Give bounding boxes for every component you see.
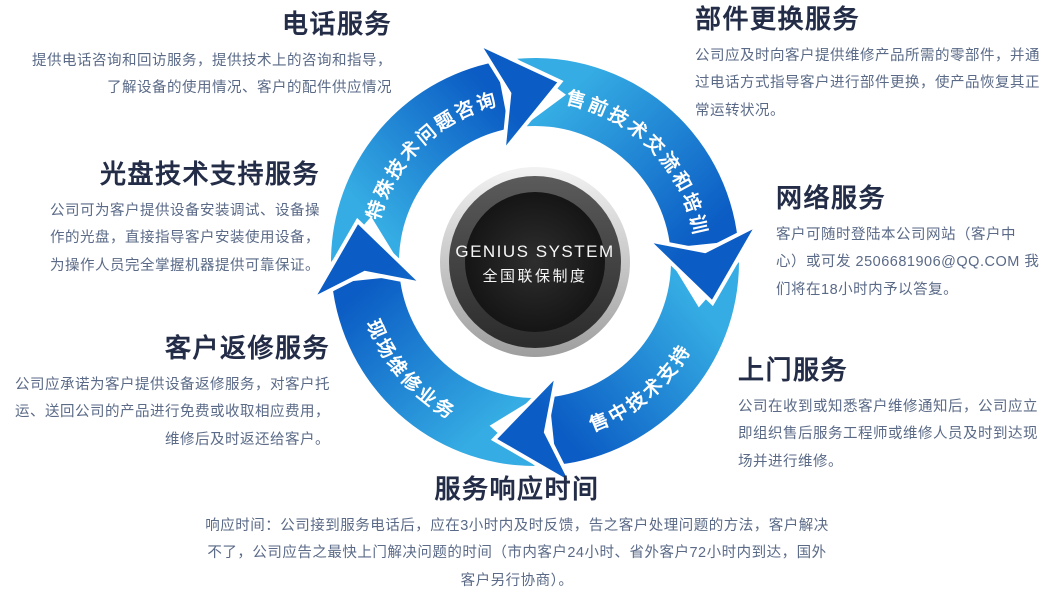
arrowhead-right-icon	[641, 219, 763, 307]
block-text-line: 过电话方式指导客户进行部件更换，使产品恢复其正	[695, 75, 1040, 92]
block-text-line: 公司应承诺为客户提供设备返修服务，对客户托	[15, 376, 330, 393]
block-title: 部件更换服务	[695, 4, 861, 34]
service-block-parts-replacement: 部件更换服务 公司应及时向客户提供维修产品所需的零部件，并通 过电话方式指导客户…	[695, 4, 1040, 125]
block-text-line: 作的光盘，直接指导客户安装使用设备，	[50, 230, 320, 247]
block-text-line: 客户可随时登陆本公司网站（客户中	[776, 226, 1016, 243]
service-block-customer-return-repair: 客户返修服务 公司应承诺为客户提供设备返修服务，对客户托 运、送回公司的产品进行…	[0, 333, 330, 454]
block-text-line: 客户另行协商）。	[460, 572, 574, 589]
arc-segment-special-consulting	[331, 61, 509, 263]
service-block-network: 网络服务 客户可随时登陆本公司网站（客户中 心）或可发 2506681906@Q…	[776, 183, 1046, 304]
block-text-line: 心）或可发 2506681906@QQ.COM 我	[776, 254, 1040, 271]
service-block-cd-tech-support: 光盘技术支持服务 公司可为客户提供设备安装调试、设备操 作的光盘，直接指导客户安…	[0, 159, 320, 280]
block-text-line: 维修后及时返还给客户。	[165, 431, 330, 448]
arc-segment-midsale-support	[549, 262, 739, 465]
arrowhead-left-icon	[307, 217, 429, 305]
center-subtitle: 全国联保制度	[482, 267, 587, 285]
block-title: 网络服务	[776, 183, 887, 213]
block-text-line: 常运转状况。	[695, 102, 785, 119]
service-block-response-time: 服务响应时间 响应时间：公司接到服务电话后，应在3小时内及时反馈，告之客户处理问…	[159, 474, 875, 595]
block-text-line: 即组织售后服务工程师或维修人员及时到达现	[738, 426, 1038, 443]
arc-segment-onsite-maintenance	[332, 276, 535, 466]
center-disc-core	[465, 192, 605, 332]
service-block-onsite: 上门服务 公司在收到或知悉客户维修通知后，公司应立 即组织售后服务工程师或维修人…	[738, 355, 1052, 476]
arrowhead-top-icon	[473, 38, 564, 159]
arrowhead-bottom-icon	[490, 368, 578, 490]
center-title: GENIUS SYSTEM	[455, 242, 614, 261]
service-block-phone: 电话服务 提供电话咨询和回访服务，提供技术上的咨询和指导， 了解设备的使用情况、…	[10, 9, 392, 103]
block-text-line: 公司应及时向客户提供维修产品所需的零部件，并通	[695, 47, 1040, 64]
block-text-line: 提供电话咨询和回访服务，提供技术上的咨询和指导，	[32, 52, 392, 69]
block-text-line: 场并进行维修。	[738, 453, 843, 470]
block-title: 服务响应时间	[434, 474, 600, 504]
block-text-line: 运、送回公司的产品进行免费或收取相应费用，	[15, 404, 330, 421]
block-text-line: 不了，公司应告之最快上门解决问题的时间（市内客户24小时、省外客户72小时内到达…	[207, 545, 827, 562]
arc-segment-presale-training	[517, 58, 738, 248]
block-title: 客户返修服务	[164, 333, 330, 363]
block-title: 光盘技术支持服务	[99, 159, 320, 189]
block-title: 上门服务	[738, 355, 849, 385]
block-text-line: 公司在收到或知悉客户维修通知后，公司应立	[738, 398, 1038, 415]
block-text-line: 了解设备的使用情况、客户的配件供应情况	[107, 80, 392, 97]
block-text-line: 为操作人员完全掌握机器提供可靠保证。	[50, 257, 320, 274]
block-text-line: 们将在18小时内予以答复。	[776, 281, 959, 298]
block-title: 电话服务	[281, 9, 392, 39]
block-text-line: 响应时间：公司接到服务电话后，应在3小时内及时反馈，告之客户处理问题的方法，客户…	[205, 517, 829, 534]
block-text-line: 公司可为客户提供设备安装调试、设备操	[50, 202, 320, 219]
